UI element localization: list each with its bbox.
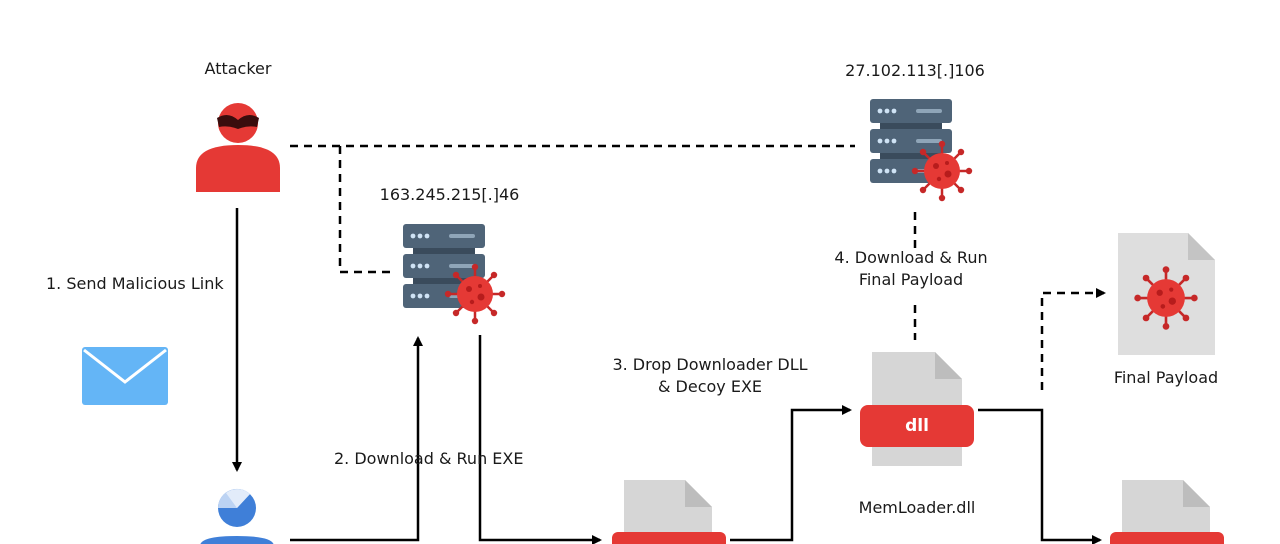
attacker-masked-user-icon: [196, 103, 280, 192]
edge-attacker-server-b: [338, 146, 392, 274]
step-2-label: 2. Download & Run EXE: [334, 449, 524, 468]
edge-dll-decoy: [978, 408, 1102, 544]
edge-exe-dll: [730, 405, 852, 542]
step-3-label-line2: & Decoy EXE: [657, 377, 763, 396]
victim-user-icon: [200, 488, 274, 544]
step-1-label: 1. Send Malicious Link: [46, 274, 224, 293]
final-payload-file-icon: [1118, 233, 1215, 355]
exe-file-icon: [612, 480, 726, 544]
edge-server-b-exe: [478, 335, 602, 544]
edge-victim-server-b: [290, 336, 423, 542]
edge-dll-final-payload: [1040, 288, 1106, 390]
infected-server-icon: [403, 224, 507, 326]
step-4-label-line1: 4. Download & Run: [834, 248, 988, 267]
dll-file-icon: [860, 352, 974, 466]
final-payload-label: Final Payload: [1113, 368, 1219, 387]
memloader-label: MemLoader.dll: [858, 498, 976, 517]
email-envelope-icon: [82, 347, 168, 405]
decoy-exe-file-icon: [1110, 480, 1224, 544]
server-b-ip-label: 163.245.215[.]46: [379, 185, 520, 204]
attacker-label: Attacker: [204, 59, 272, 78]
infected-server-icon: [870, 99, 974, 203]
step-4-label-line2: Final Payload: [858, 270, 964, 289]
server-a-ip-label: 27.102.113[.]106: [845, 61, 985, 80]
step-3-label-line1: 3. Drop Downloader DLL: [612, 355, 808, 374]
dll-badge-label: dll: [905, 416, 929, 436]
